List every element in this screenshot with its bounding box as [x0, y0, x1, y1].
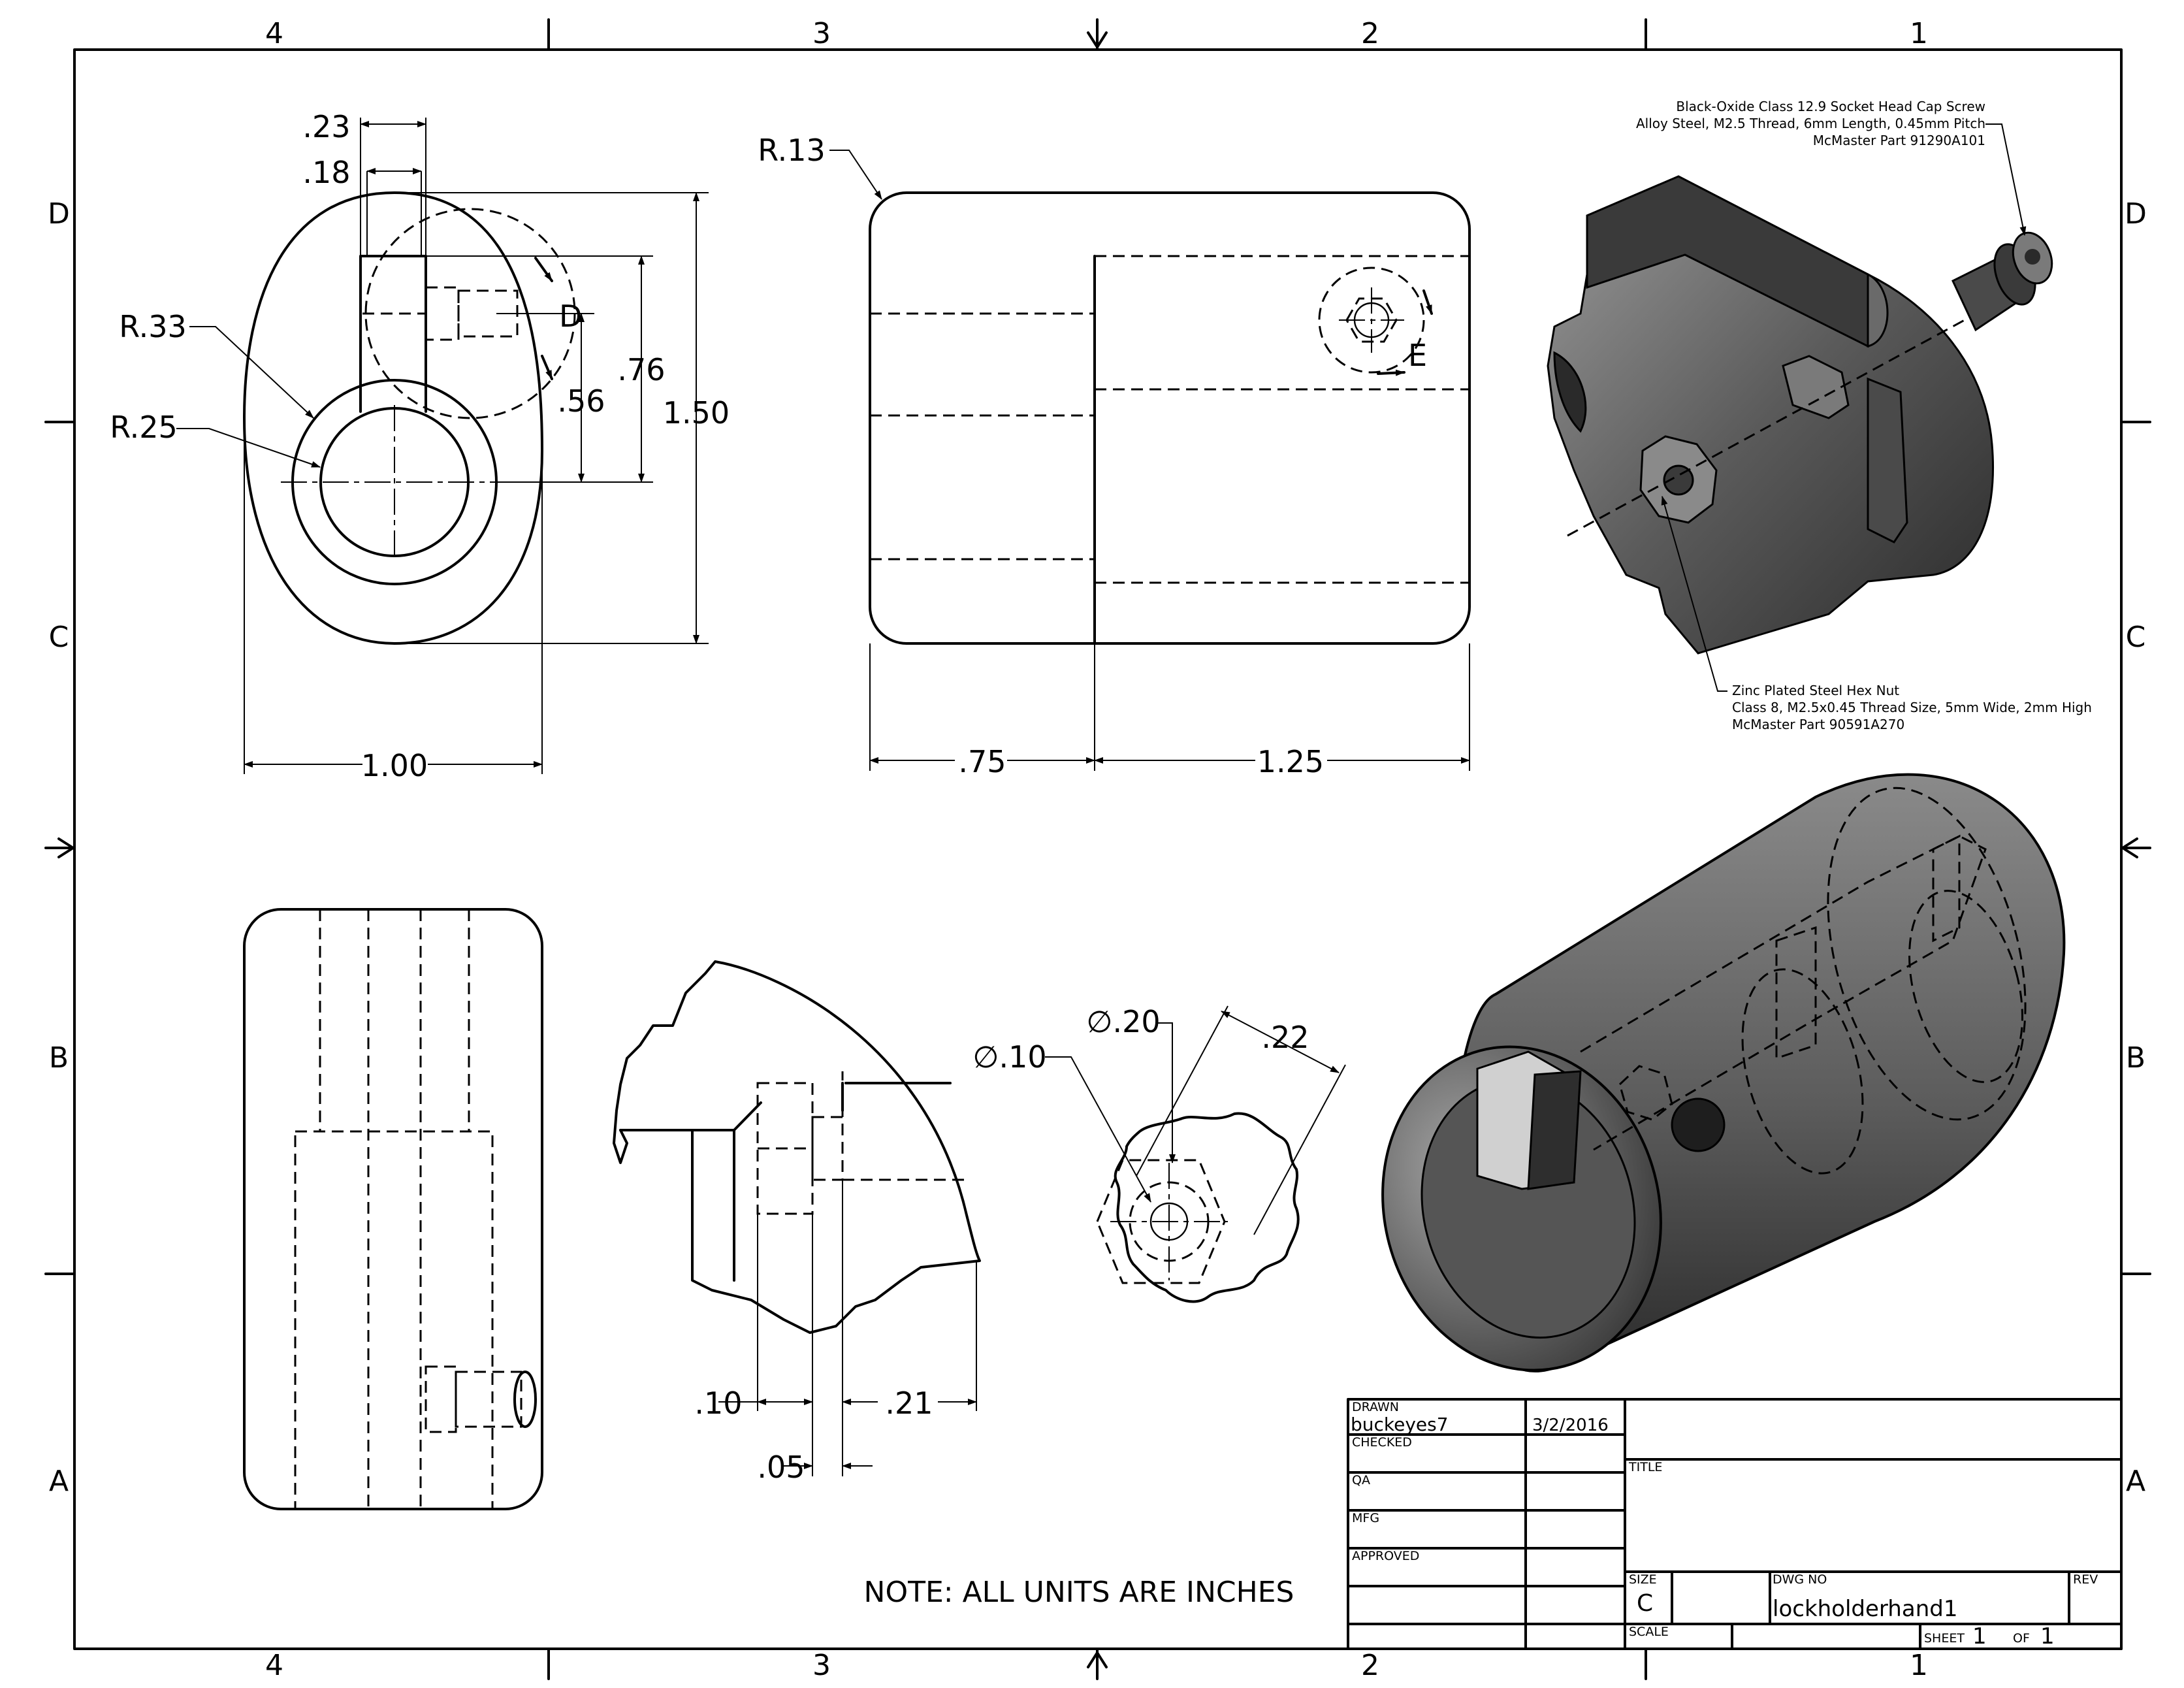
dim-005: .05: [757, 1450, 805, 1485]
front-view: D: [243, 191, 582, 645]
zone-left-c: C: [49, 621, 69, 654]
dim-075: .75: [958, 744, 1006, 779]
drawn-date: 3/2/2016: [1532, 1416, 1609, 1435]
detail-e-view: ∅.10 ∅.20 .22: [972, 1004, 1346, 1303]
dim-100: 1.00: [361, 748, 428, 783]
dwg-no-value: lockholderhand1: [1773, 1596, 1957, 1622]
zone-labels: 4 3 2 1 4 3 2 1 D C B A D C B A: [48, 17, 2147, 1682]
approved-label: APPROVED: [1352, 1549, 1419, 1563]
drawn-label: DRAWN: [1352, 1400, 1399, 1414]
nut-callout-line-1: Zinc Plated Steel Hex Nut: [1732, 683, 1899, 698]
size-label: SIZE: [1629, 1572, 1657, 1587]
zone-top-2: 2: [1361, 17, 1379, 50]
bottom-view: [243, 908, 543, 1510]
zone-right-c: C: [2126, 621, 2146, 654]
screw-callout: Black-Oxide Class 12.9 Socket Head Cap S…: [1636, 99, 2027, 236]
screw-callout-line-3: McMaster Part 91290A101: [1813, 133, 1985, 148]
dim-018: .18: [302, 155, 350, 190]
zone-top-1: 1: [1910, 17, 1928, 50]
zone-left-b: B: [49, 1041, 69, 1075]
sheet-value: 1: [1972, 1623, 1987, 1649]
units-note: NOTE: ALL UNITS ARE INCHES: [864, 1576, 1294, 1609]
dim-021: .21: [885, 1386, 933, 1421]
nut-callout-line-3: McMaster Part 90591A270: [1732, 717, 1904, 732]
zone-top-4: 4: [265, 17, 283, 50]
title-block: DRAWN buckeyes7 3/2/2016 CHECKED QA MFG …: [1347, 1398, 2123, 1650]
dia-010: ∅.10: [972, 1039, 1046, 1075]
side-view: E R.13 .75 1.25: [758, 133, 1471, 779]
dim-022: .22: [1261, 1020, 1309, 1055]
zone-bottom-3: 3: [812, 1649, 831, 1682]
front-view-dimensions: .23 .18 R.33 R.25 .76 .56 1.50 1.00: [110, 109, 730, 783]
of-value: 1: [2040, 1623, 2055, 1649]
title-label: TITLE: [1628, 1460, 1662, 1474]
zone-bottom-4: 4: [265, 1649, 283, 1682]
of-label: OF: [2013, 1631, 2030, 1646]
zone-bottom-2: 2: [1361, 1649, 1379, 1682]
size-value: C: [1637, 1590, 1653, 1617]
zone-left-a: A: [49, 1465, 69, 1498]
detail-e-label: E: [1408, 338, 1427, 373]
dim-056: .56: [557, 383, 605, 419]
drawn-by: buckeyes7: [1351, 1414, 1449, 1435]
dim-076: .76: [617, 352, 665, 387]
dim-010: .10: [694, 1386, 742, 1421]
zone-right-d: D: [2125, 197, 2147, 231]
checked-label: CHECKED: [1352, 1435, 1412, 1450]
qa-label: QA: [1352, 1473, 1370, 1487]
radius-033: R.33: [119, 309, 186, 344]
isometric-shaded-view: [1381, 773, 2066, 1372]
radius-025: R.25: [110, 410, 177, 445]
zone-right-b: B: [2126, 1041, 2145, 1075]
dim-023: .23: [302, 109, 350, 144]
zone-top-3: 3: [812, 17, 831, 50]
dim-150: 1.50: [663, 395, 730, 430]
isometric-exploded-view: [1547, 175, 2053, 655]
sheet-label: SHEET: [1924, 1631, 1965, 1646]
rev-label: REV: [2073, 1572, 2098, 1587]
radius-013: R.13: [758, 133, 825, 168]
nut-callout: Zinc Plated Steel Hex Nut Class 8, M2.5x…: [1661, 496, 2092, 732]
nut-callout-line-2: Class 8, M2.5x0.45 Thread Size, 5mm Wide…: [1732, 700, 2092, 715]
screw-callout-line-2: Alloy Steel, M2.5 Thread, 6mm Length, 0.…: [1636, 116, 1985, 131]
detail-d-view: .10 .05 .21: [613, 960, 981, 1485]
dwg-no-label: DWG NO: [1773, 1572, 1827, 1587]
zone-bottom-1: 1: [1910, 1649, 1928, 1682]
zone-right-a: A: [2126, 1465, 2145, 1498]
detail-d-label: D: [559, 299, 582, 334]
screw-callout-line-1: Black-Oxide Class 12.9 Socket Head Cap S…: [1676, 99, 1985, 114]
mfg-label: MFG: [1352, 1511, 1379, 1525]
dia-020: ∅.20: [1086, 1004, 1160, 1039]
sheet-border: [44, 18, 2151, 1680]
zone-left-d: D: [48, 197, 70, 231]
dim-125: 1.25: [1257, 744, 1324, 779]
scale-label: SCALE: [1629, 1625, 1669, 1639]
